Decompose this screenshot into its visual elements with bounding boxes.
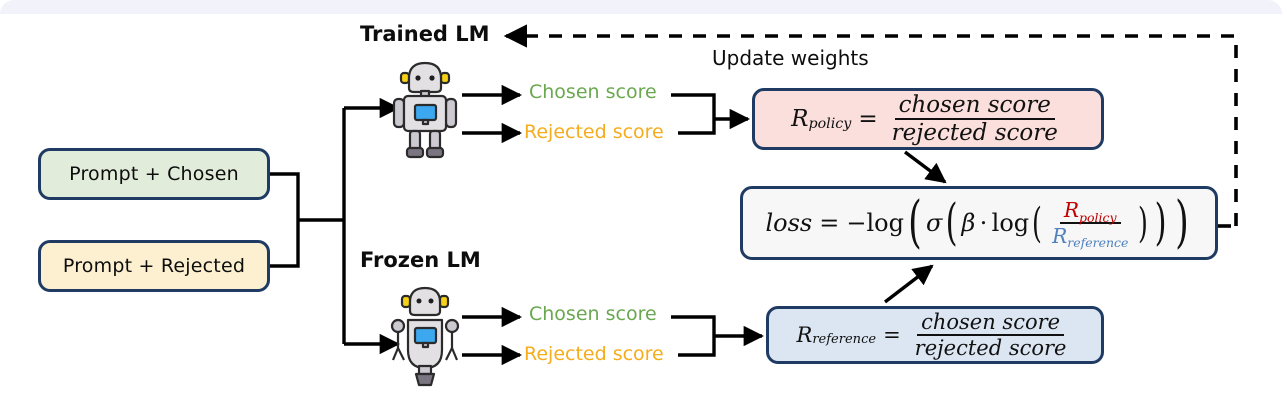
loss-dot: ⋅ — [979, 209, 988, 237]
paren-close-1: ) — [1174, 189, 1189, 255]
node-prompt-chosen-label: Prompt + Chosen — [69, 163, 239, 185]
edge-rref-to-loss — [883, 264, 934, 304]
r-policy-denominator: rejected score — [891, 119, 1058, 146]
loss-log-inner: log — [991, 209, 1030, 237]
loss-lhs: loss — [765, 209, 813, 237]
r-reference-numerator: chosen score — [917, 311, 1065, 336]
r-reference-denominator: rejected score — [914, 335, 1067, 360]
label-trained-lm: Trained LM — [360, 22, 490, 46]
edge-top-scores-bracket — [671, 93, 716, 135]
loss-sigma: σ — [925, 209, 943, 237]
edge-rpolicy-to-loss — [903, 150, 947, 184]
label-update-weights: Update weights — [712, 46, 869, 70]
r-policy-fraction: chosen score rejected score — [888, 93, 1062, 146]
label-rejected-score-frozen: Rejected score — [524, 343, 664, 365]
node-prompt-rejected[interactable]: Prompt + Rejected — [38, 240, 270, 292]
paren-close-3: ) — [1138, 198, 1149, 247]
top-band — [0, 0, 1282, 14]
paren-open-1: ( — [908, 189, 922, 255]
loss-beta: β — [961, 209, 976, 237]
r-policy-sub: policy — [808, 115, 852, 132]
loss-ratio-fraction: Rpolicy Rreference — [1048, 198, 1132, 248]
r-policy-numerator: chosen score — [894, 93, 1055, 120]
paren-close-2: ) — [1154, 193, 1167, 252]
robot-icon — [390, 286, 460, 387]
r-policy-equals: = — [858, 105, 878, 132]
label-chosen-score-frozen: Chosen score — [529, 303, 657, 325]
label-rejected-score-trained: Rejected score — [524, 121, 664, 143]
paren-open-2: ( — [945, 193, 958, 252]
loss-numerator: Rpolicy — [1059, 198, 1121, 225]
r-reference-fraction: chosen score rejected score — [911, 311, 1071, 360]
r-reference-equals: = — [883, 322, 901, 347]
paren-open-3: ( — [1032, 198, 1043, 247]
loss-den-sub: reference — [1067, 234, 1129, 250]
loss-equals: = — [819, 209, 840, 237]
edge-loss-to-trained-lm — [503, 24, 1238, 226]
robot-icon — [392, 61, 458, 159]
loss-den-base: R — [1052, 223, 1068, 248]
loss-denominator: Rreference — [1048, 223, 1132, 248]
edge-inputs-bracket — [270, 172, 300, 268]
formula-loss: loss = −log ( σ ( β ⋅ log ( Rpolicy Rref… — [765, 189, 1192, 255]
node-prompt-chosen[interactable]: Prompt + Chosen — [38, 148, 270, 200]
r-reference-base: R — [796, 322, 813, 347]
r-reference-sub: reference — [812, 331, 877, 347]
loss-num-sub: policy — [1079, 209, 1117, 225]
loss-log-outer: log — [866, 209, 904, 237]
label-chosen-score-trained: Chosen score — [529, 81, 657, 103]
node-loss[interactable]: loss = −log ( σ ( β ⋅ log ( Rpolicy Rref… — [740, 186, 1218, 260]
loss-negative-sign: − — [846, 209, 867, 237]
edge-bot-scores-bracket — [671, 315, 716, 357]
r-policy-base: R — [791, 105, 809, 132]
loss-num-base: R — [1063, 198, 1080, 223]
node-prompt-rejected-label: Prompt + Rejected — [62, 255, 246, 277]
label-frozen-lm: Frozen LM — [360, 248, 481, 272]
